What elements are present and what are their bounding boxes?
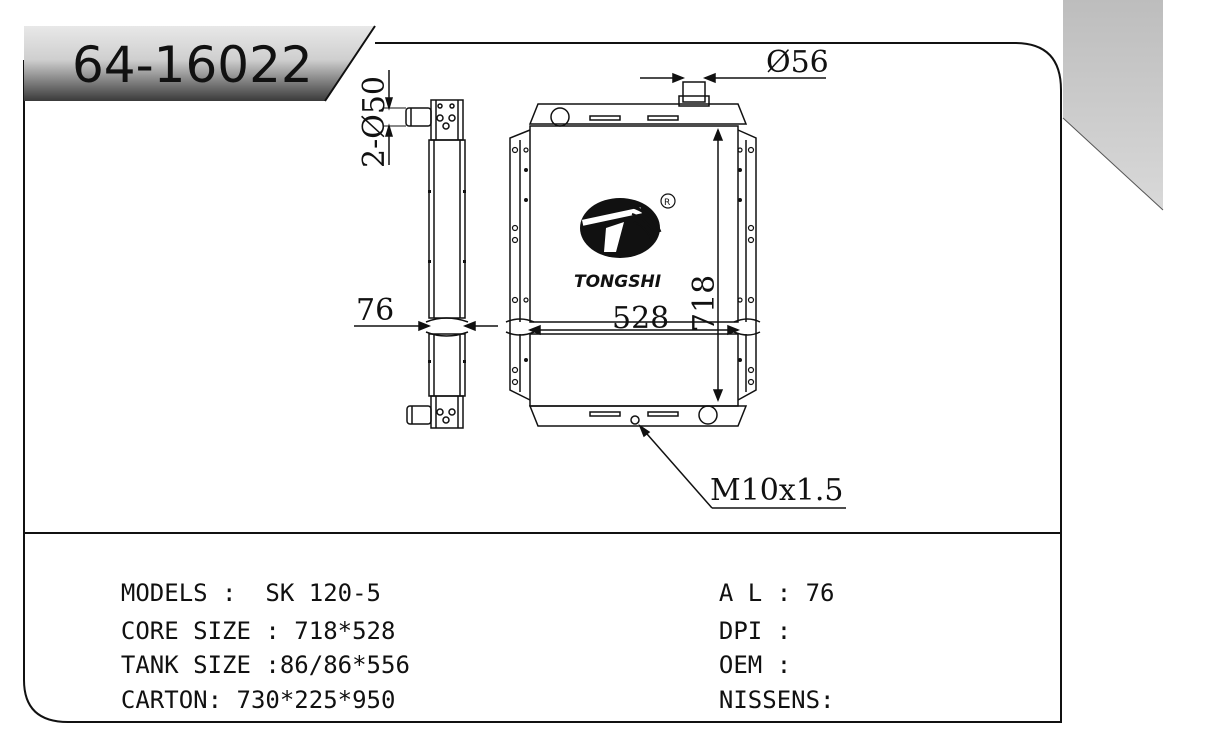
front-view-pins	[524, 168, 742, 362]
dim-core-width-label: 528	[612, 301, 669, 336]
spec-carton: CARTON: 730*225*950	[92, 664, 396, 714]
brand-name: TONGSHI	[574, 272, 661, 292]
dim-side-pipes	[384, 70, 406, 165]
drawing-frame	[23, 42, 1062, 723]
spec-label: DPI :	[718, 617, 806, 645]
part-number: 64-16022	[72, 36, 313, 94]
spec-label: TANK SIZE :	[120, 651, 280, 679]
side-view	[405, 99, 469, 429]
dim-drain-thread	[638, 424, 846, 509]
registered-mark: R	[664, 198, 670, 208]
spec-value: 76	[805, 579, 835, 607]
spec-tank-size: TANK SIZE :86/86*556	[92, 629, 410, 677]
spec-label: CARTON:	[120, 686, 237, 714]
spec-oem: OEM :	[690, 629, 806, 677]
part-number-banner: 64-16022	[24, 25, 376, 102]
spec-label: OEM :	[718, 651, 806, 679]
corner-decoration	[1062, 0, 1164, 211]
dim-core-height	[712, 127, 724, 403]
dim-drain-thread-label: M10x1.5	[710, 473, 844, 508]
spec-value: 730*225*950	[236, 686, 396, 714]
spec-value: 86/86*556	[279, 651, 410, 679]
dim-core-thickness-label: 76	[356, 293, 394, 328]
spec-models: MODELS : SK 120-5	[92, 557, 381, 605]
spec-nissens: NISSENS:	[690, 664, 835, 712]
dim-inlet-label: Ø56	[766, 45, 829, 80]
spec-label: MODELS :	[120, 579, 266, 607]
front-view	[505, 81, 761, 427]
spec-core-size: CORE SIZE : 718*528	[92, 595, 396, 645]
dim-core-height-label: 718	[687, 275, 722, 332]
dim-inlet	[640, 72, 826, 84]
dim-core-thickness	[354, 320, 498, 332]
spec-dpi: DPI :	[690, 595, 806, 643]
dim-core-width	[527, 324, 741, 336]
spec-value: 718*528	[294, 617, 396, 645]
side-view-small-marks	[428, 190, 466, 363]
spec-value: SK 120-5	[265, 579, 381, 607]
spec-al: A L : 76	[690, 557, 835, 605]
spec-label: CORE SIZE :	[120, 617, 295, 645]
dim-side-pipes-label: 2-Ø50	[357, 76, 392, 168]
front-view-holes	[511, 146, 755, 386]
spec-label: NISSENS:	[718, 686, 835, 714]
spec-label: A L :	[718, 579, 806, 607]
tongshi-logo: R TONGSHI	[574, 193, 676, 292]
